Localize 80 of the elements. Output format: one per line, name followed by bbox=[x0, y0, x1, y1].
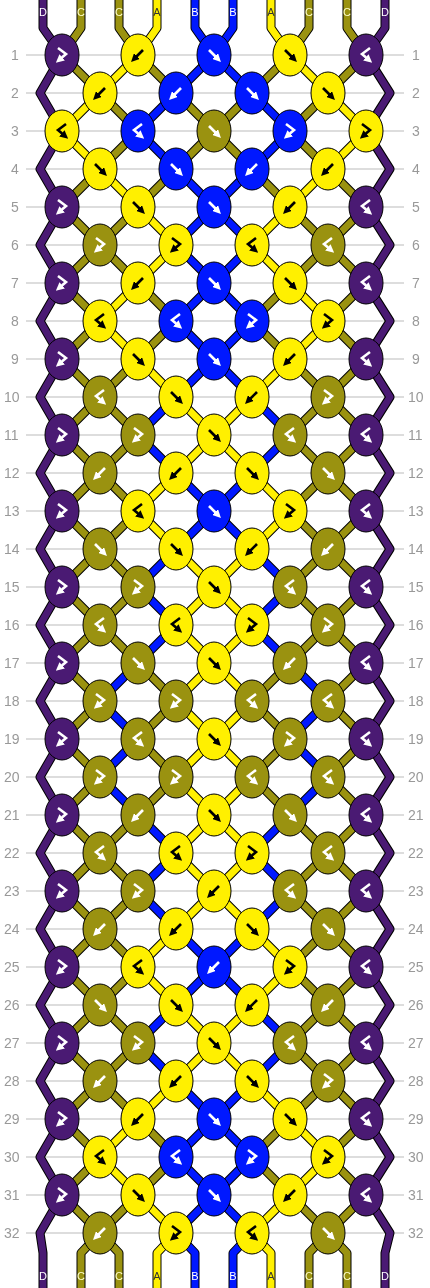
row-number: 23 bbox=[408, 883, 424, 899]
row-number: 13 bbox=[4, 503, 20, 519]
row-number: 11 bbox=[4, 427, 19, 443]
row-number: 32 bbox=[408, 1225, 424, 1241]
row-number: 12 bbox=[408, 465, 424, 481]
row-number: 29 bbox=[4, 1111, 20, 1127]
string-letter: D bbox=[381, 1270, 389, 1282]
string-letter: D bbox=[39, 6, 47, 18]
string-letter: B bbox=[229, 1270, 237, 1282]
row-number: 7 bbox=[412, 275, 420, 291]
row-number: 20 bbox=[408, 769, 424, 785]
row-number: 24 bbox=[408, 921, 424, 937]
row-number: 8 bbox=[11, 313, 19, 329]
row-number: 25 bbox=[4, 959, 20, 975]
string-letter: C bbox=[343, 1270, 351, 1282]
row-number: 28 bbox=[4, 1073, 20, 1089]
row-number: 30 bbox=[408, 1149, 424, 1165]
row-number: 25 bbox=[408, 959, 424, 975]
row-number: 18 bbox=[408, 693, 424, 709]
row-number: 21 bbox=[408, 807, 424, 823]
row-number: 16 bbox=[408, 617, 424, 633]
row-number: 26 bbox=[4, 997, 20, 1013]
row-number: 6 bbox=[412, 237, 420, 253]
row-number: 9 bbox=[11, 351, 19, 367]
row-number: 24 bbox=[4, 921, 20, 937]
row-number: 21 bbox=[4, 807, 20, 823]
row-number: 2 bbox=[412, 85, 420, 101]
row-number: 12 bbox=[4, 465, 20, 481]
string-letter: D bbox=[381, 6, 389, 18]
row-number: 31 bbox=[4, 1187, 20, 1203]
row-number: 6 bbox=[11, 237, 19, 253]
string-letter: C bbox=[115, 6, 123, 18]
row-number: 15 bbox=[408, 579, 424, 595]
string-letter: C bbox=[77, 1270, 85, 1282]
row-number: 23 bbox=[4, 883, 20, 899]
string-letter: C bbox=[343, 6, 351, 18]
row-number: 29 bbox=[408, 1111, 424, 1127]
row-number: 13 bbox=[408, 503, 424, 519]
row-number: 31 bbox=[408, 1187, 424, 1203]
row-number: 17 bbox=[4, 655, 20, 671]
row-number: 22 bbox=[4, 845, 20, 861]
row-number: 28 bbox=[408, 1073, 424, 1089]
row-number: 19 bbox=[408, 731, 424, 747]
row-number: 2 bbox=[11, 85, 19, 101]
row-number: 17 bbox=[408, 655, 424, 671]
row-number: 4 bbox=[11, 161, 19, 177]
string-letter: B bbox=[191, 1270, 199, 1282]
row-number: 14 bbox=[4, 541, 20, 557]
string-letter: C bbox=[305, 1270, 313, 1282]
row-number: 9 bbox=[412, 351, 420, 367]
row-number: 10 bbox=[4, 389, 20, 405]
row-number: 7 bbox=[11, 275, 19, 291]
row-number: 19 bbox=[4, 731, 20, 747]
string-letter: C bbox=[305, 6, 313, 18]
row-number: 8 bbox=[412, 313, 420, 329]
row-number: 14 bbox=[408, 541, 424, 557]
row-number: 15 bbox=[4, 579, 20, 595]
row-number: 1 bbox=[412, 47, 420, 63]
row-number: 32 bbox=[4, 1225, 20, 1241]
row-number: 5 bbox=[11, 199, 19, 215]
row-number: 20 bbox=[4, 769, 20, 785]
row-number: 30 bbox=[4, 1149, 20, 1165]
row-number: 10 bbox=[408, 389, 424, 405]
row-number: 27 bbox=[408, 1035, 424, 1051]
row-number: 27 bbox=[4, 1035, 20, 1051]
row-number: 1 bbox=[11, 47, 19, 63]
row-number: 26 bbox=[408, 997, 424, 1013]
row-number: 22 bbox=[408, 845, 424, 861]
row-number: 3 bbox=[412, 123, 420, 139]
string-letter: C bbox=[77, 6, 85, 18]
string-letter: D bbox=[39, 1270, 47, 1282]
string-letter: C bbox=[115, 1270, 123, 1282]
row-number: 4 bbox=[412, 161, 420, 177]
row-number: 18 bbox=[4, 693, 20, 709]
string-letter: B bbox=[191, 6, 199, 18]
row-number: 11 bbox=[408, 427, 423, 443]
row-number: 3 bbox=[11, 123, 19, 139]
row-number: 16 bbox=[4, 617, 20, 633]
string-letter: B bbox=[229, 6, 237, 18]
row-number: 5 bbox=[412, 199, 420, 215]
